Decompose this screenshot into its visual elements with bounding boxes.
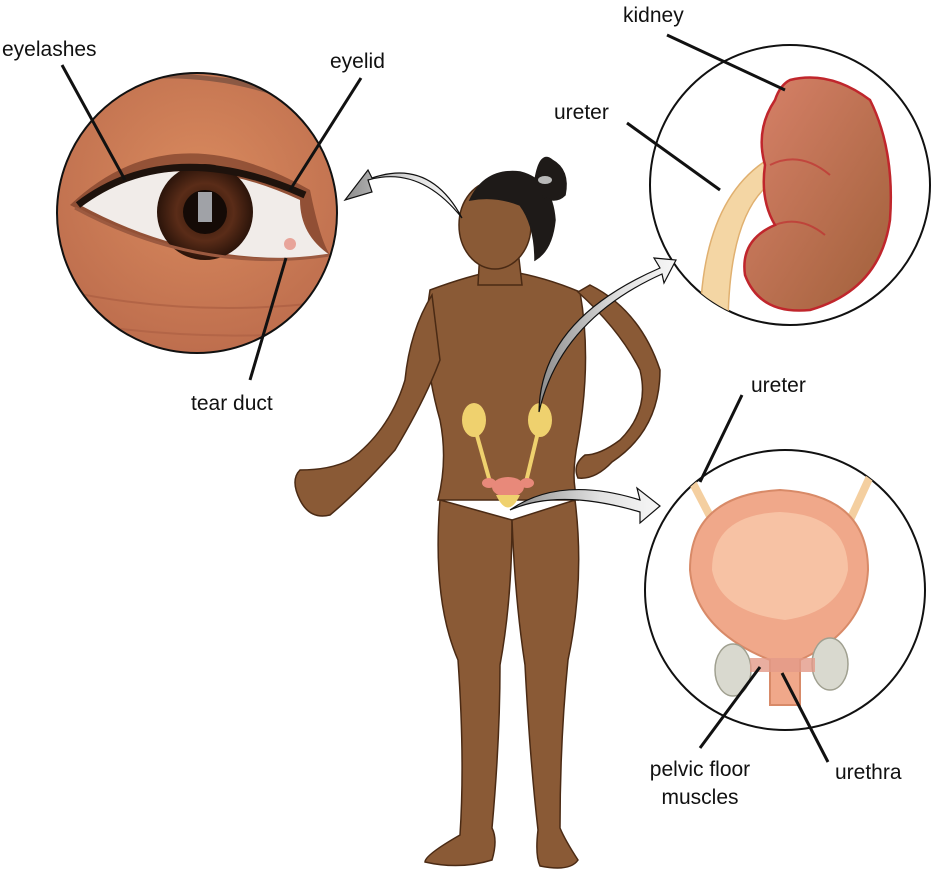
- label-eyelashes: eyelashes: [2, 38, 97, 61]
- tear-duct-leader-line: [248, 257, 288, 381]
- eyelid-leader-line: [288, 77, 363, 191]
- label-eyelid: eyelid: [330, 50, 385, 73]
- eyelashes-leader-line: [60, 64, 127, 181]
- label-kidney: kidney: [623, 4, 684, 27]
- urethra-leader-line: [780, 672, 830, 763]
- label-pelvic-floor-muscles: pelvic floor muscles: [636, 758, 764, 810]
- label-pelvic-floor-line1: pelvic floor: [649, 758, 751, 781]
- female-body-figure: [294, 156, 661, 869]
- arrow-to-bladder: [509, 486, 661, 525]
- bladder-inset: [644, 449, 926, 731]
- arrow-to-eye: [343, 168, 463, 219]
- kidney-leader-line: [666, 33, 786, 92]
- eye-inset: [56, 72, 338, 354]
- pelvic-floor-leader-line: [698, 666, 762, 749]
- label-tear-duct: tear duct: [191, 392, 273, 415]
- arrow-to-kidney: [538, 257, 677, 413]
- label-urethra: urethra: [835, 761, 902, 784]
- ureter-kidney-leader-line: [626, 121, 721, 192]
- ureter-bladder-leader-line: [698, 394, 744, 483]
- label-ureter-bladder: ureter: [751, 374, 806, 397]
- kidney-inset: [649, 44, 931, 326]
- label-ureter-kidney: ureter: [554, 101, 609, 124]
- label-pelvic-floor-line2: muscles: [661, 786, 739, 809]
